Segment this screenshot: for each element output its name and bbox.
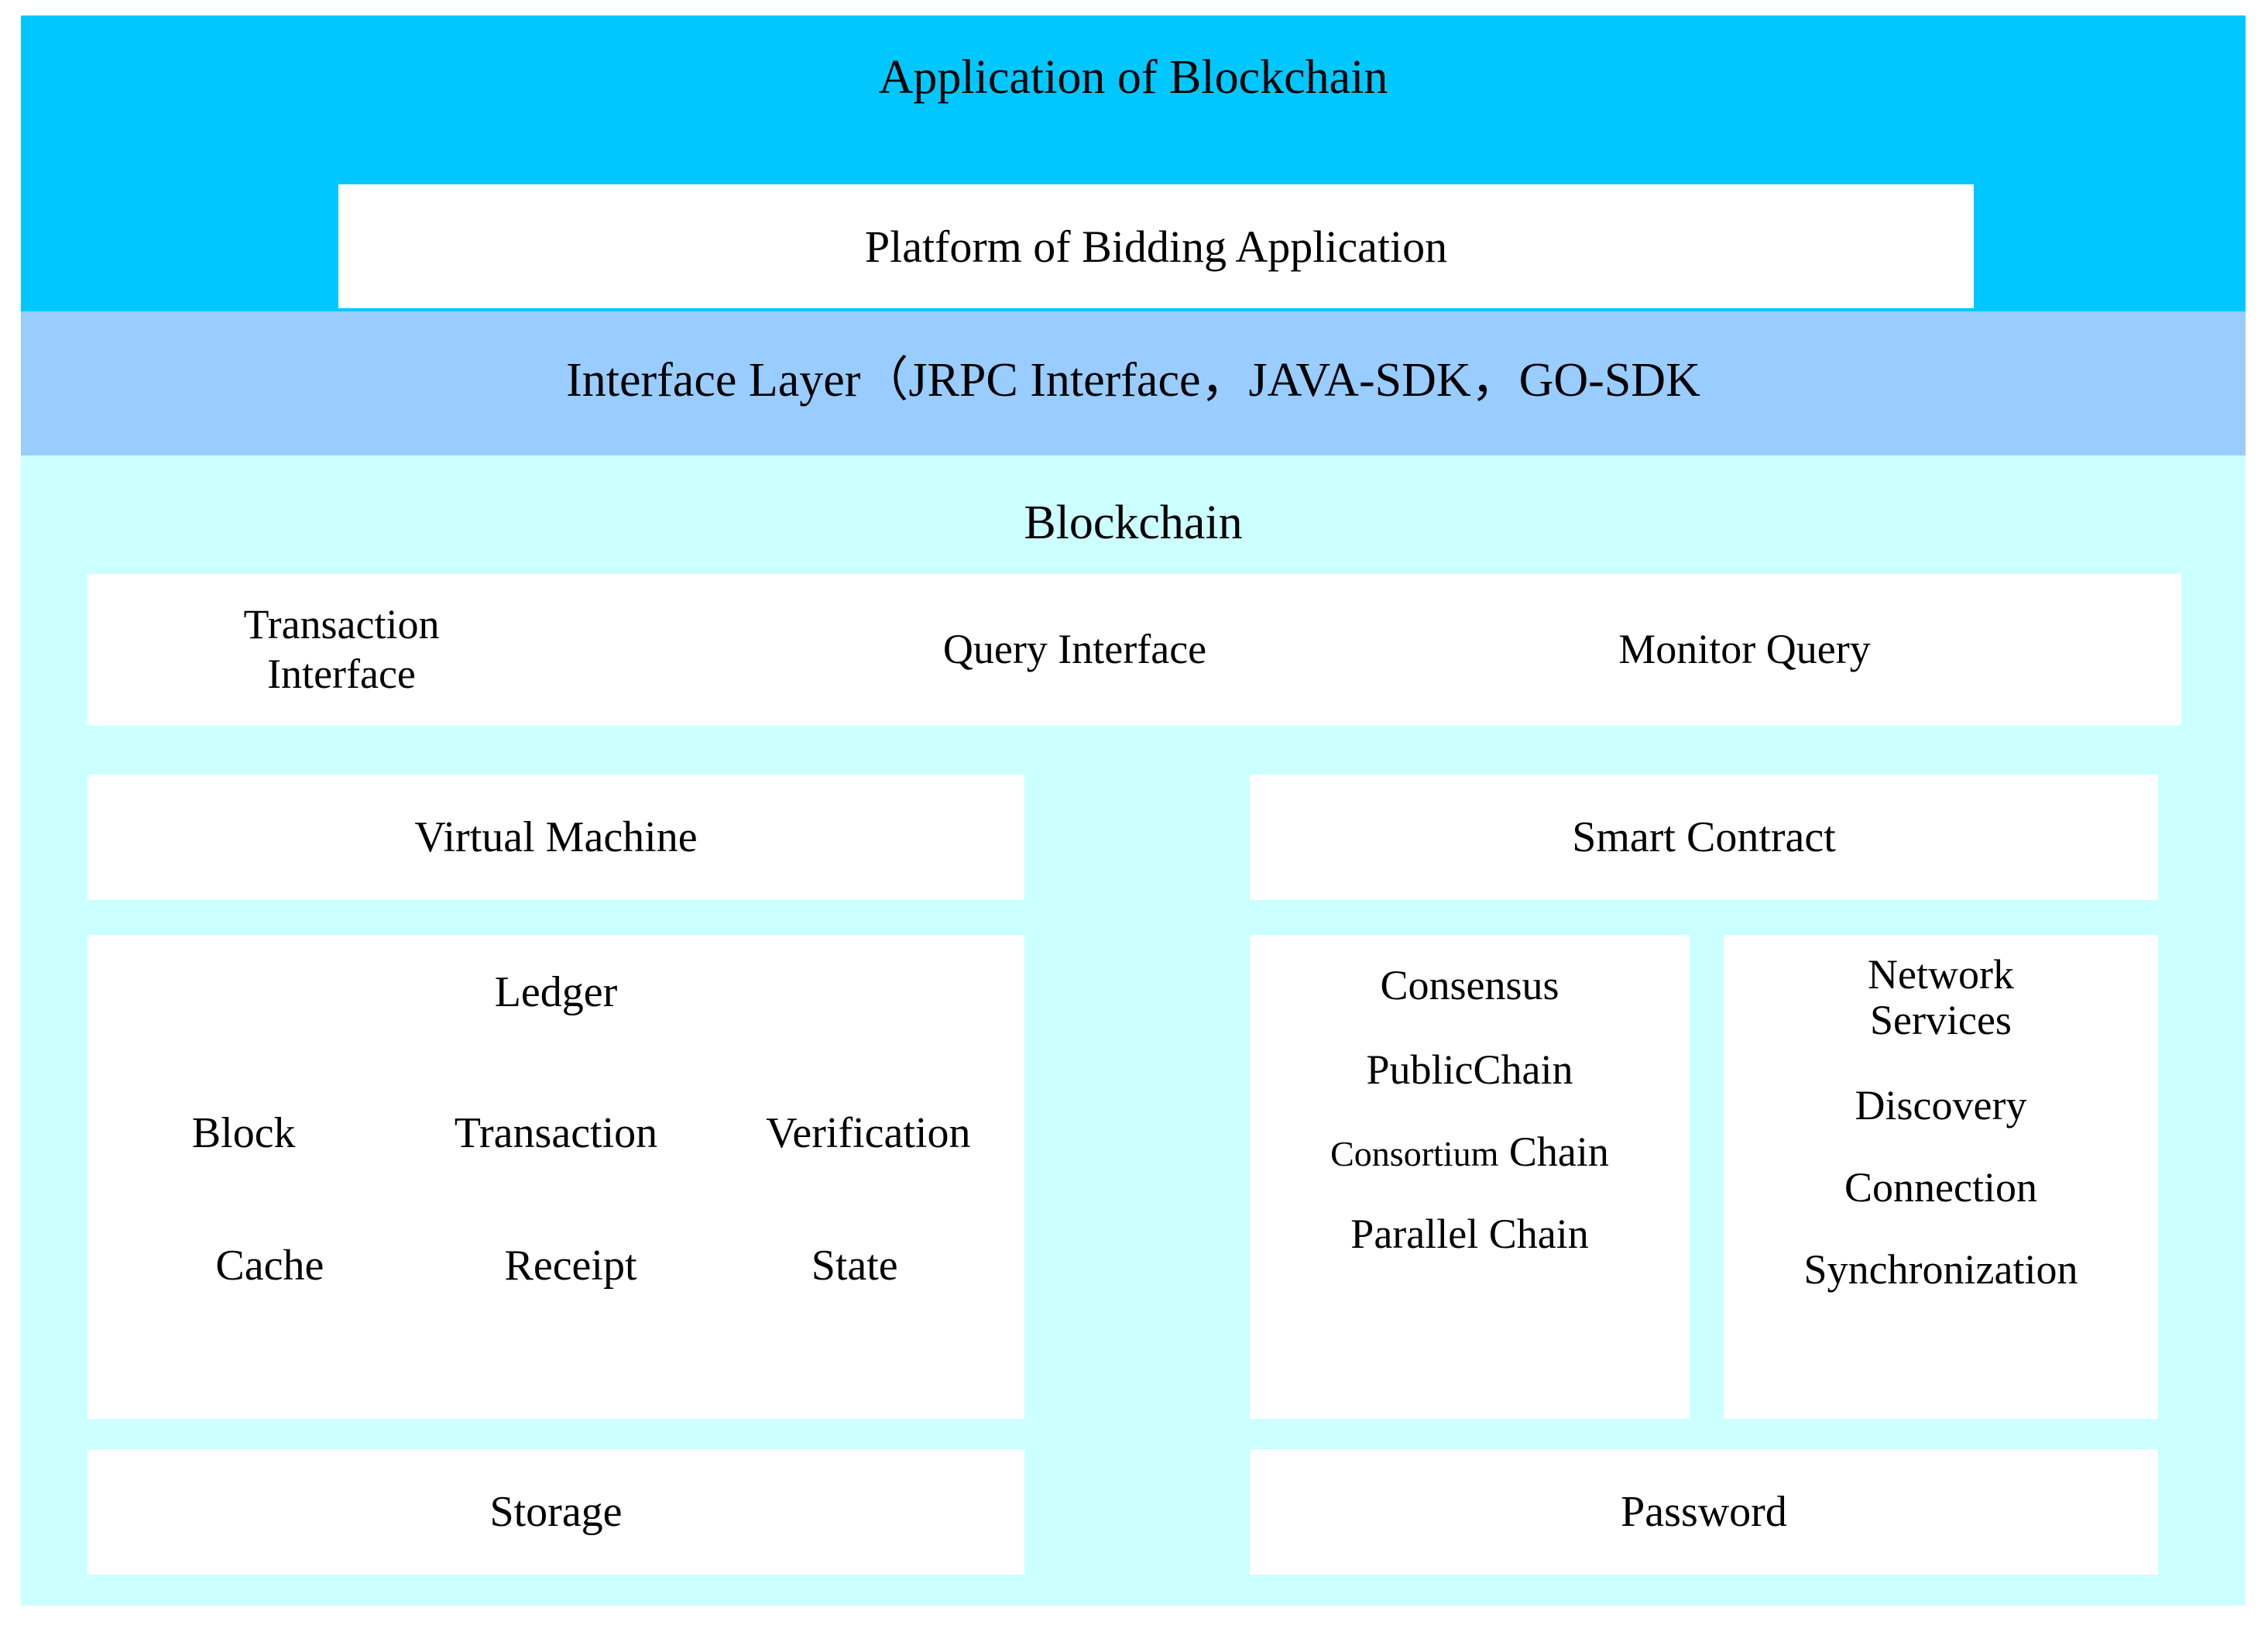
network-services-title-line2: Services — [1870, 997, 2012, 1044]
consensus-item-consortium-chain: Consortium Chain — [1330, 1131, 1609, 1173]
platform-of-bidding-application-label: Platform of Bidding Application — [864, 221, 1448, 272]
consortium-suffix: Chain — [1498, 1129, 1609, 1176]
ledger-item-block: Block — [191, 1109, 296, 1157]
storage-box: Storage — [87, 1449, 1024, 1575]
transaction-interface-item: Transaction Interface — [187, 600, 496, 699]
password-box: Password — [1250, 1449, 2158, 1575]
blockchain-layer-title: Blockchain — [1024, 496, 1243, 549]
monitor-query-item: Monitor Query — [1618, 626, 1871, 673]
transaction-interface-line1: Transaction — [243, 601, 440, 648]
ledger-box: Ledger Block Transaction Verification Ca… — [87, 935, 1024, 1419]
network-item-discovery: Discovery — [1855, 1081, 2027, 1129]
network-item-synchronization: Synchronization — [1803, 1245, 2078, 1293]
platform-of-bidding-application-box: Platform of Bidding Application — [338, 184, 1974, 308]
consensus-box: Consensus PublicChain Consortium Chain P… — [1250, 935, 1690, 1419]
consortium-prefix: Consortium — [1330, 1134, 1499, 1174]
storage-label: Storage — [489, 1488, 623, 1536]
interface-layer-band: Interface Layer（JRPC Interface，JAVA-SDK，… — [21, 311, 2246, 455]
ledger-item-state: State — [811, 1242, 898, 1290]
query-interface-item: Query Interface — [942, 626, 1207, 673]
network-services-title: Network Services — [1868, 951, 2014, 1044]
ledger-item-transaction: Transaction — [454, 1109, 658, 1157]
application-layer-band: Application of Blockchain Platform of Bi… — [21, 15, 2246, 311]
blockchain-interfaces-box: Transaction Interface Query Interface Mo… — [87, 574, 2181, 726]
virtual-machine-label: Virtual Machine — [414, 813, 698, 861]
ledger-item-receipt: Receipt — [504, 1242, 637, 1290]
network-item-connection: Connection — [1844, 1163, 2037, 1211]
consensus-item-parallel-chain: Parallel Chain — [1350, 1211, 1589, 1258]
network-services-box: Network Services Discovery Connection Sy… — [1724, 935, 2158, 1419]
ledger-row: Cache Receipt State — [87, 1244, 1024, 1287]
transaction-interface-line2: Interface — [267, 651, 416, 697]
ledger-item-cache: Cache — [215, 1242, 324, 1290]
password-label: Password — [1621, 1488, 1787, 1536]
interface-layer-title: Interface Layer（JRPC Interface，JAVA-SDK，… — [566, 354, 1700, 407]
ledger-items-grid: Block Transaction Verification Cache Rec… — [87, 1065, 1024, 1287]
consensus-item-public-chain: PublicChain — [1366, 1046, 1573, 1094]
smart-contract-label: Smart Contract — [1572, 813, 1836, 861]
ledger-title: Ledger — [494, 968, 618, 1016]
ledger-row: Block Transaction Verification — [87, 1111, 1024, 1155]
network-services-title-line1: Network — [1868, 951, 2014, 998]
smart-contract-box: Smart Contract — [1250, 775, 2158, 900]
application-layer-title: Application of Blockchain — [878, 51, 1388, 104]
consensus-title: Consensus — [1380, 962, 1559, 1008]
virtual-machine-box: Virtual Machine — [87, 775, 1024, 900]
ledger-item-verification: Verification — [766, 1109, 971, 1157]
